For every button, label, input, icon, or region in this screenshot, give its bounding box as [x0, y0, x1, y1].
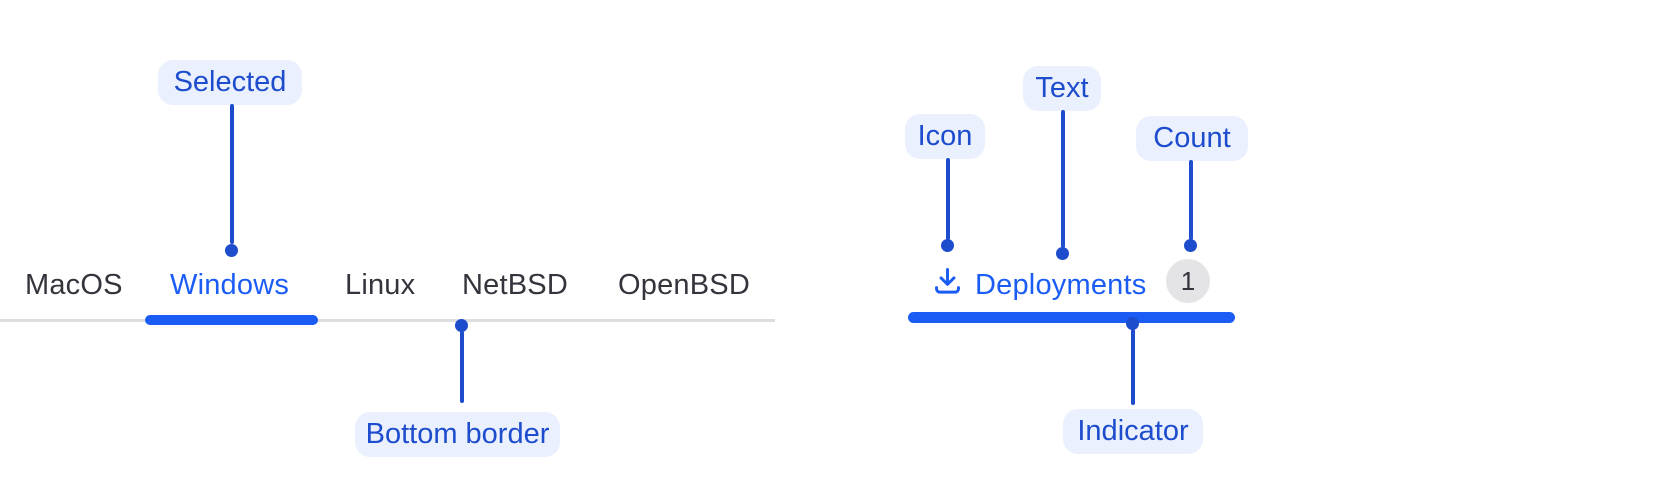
- connector-line-count: [1189, 160, 1193, 240]
- tab-macos[interactable]: MacOS: [25, 269, 123, 301]
- tab-bar-bottom-border: [0, 319, 775, 322]
- connector-line-indicator: [1131, 329, 1135, 405]
- tab-netbsd[interactable]: NetBSD: [462, 269, 568, 301]
- connector-line-icon: [946, 158, 950, 240]
- connector-line-text: [1061, 110, 1065, 248]
- count-badge: 1: [1166, 259, 1210, 303]
- deployments-tab-label: Deployments: [975, 269, 1147, 301]
- connector-dot-count: [1184, 239, 1197, 252]
- annotation-indicator-label: Indicator: [1063, 409, 1203, 454]
- connector-dot-selected: [225, 244, 238, 257]
- annotation-icon-label: Icon: [905, 114, 985, 159]
- connector-line-bottom-border: [460, 331, 464, 403]
- tab-openbsd[interactable]: OpenBSD: [618, 269, 750, 301]
- connector-dot-indicator: [1126, 317, 1139, 330]
- annotation-count-label: Count: [1136, 116, 1248, 161]
- annotation-text-label: Text: [1023, 66, 1101, 111]
- connector-dot-text: [1056, 247, 1069, 260]
- annotation-selected-label: Selected: [158, 60, 302, 105]
- download-icon: [935, 268, 960, 294]
- connector-line-selected: [230, 104, 234, 244]
- connector-dot-bottom-border: [455, 319, 468, 332]
- annotation-bottom-border-label: Bottom border: [355, 412, 560, 457]
- tab-windows-selected[interactable]: Windows: [170, 269, 290, 301]
- tab-linux[interactable]: Linux: [345, 269, 416, 301]
- active-tab-indicator: [908, 312, 1235, 323]
- selected-tab-underline: [145, 315, 318, 325]
- connector-dot-icon: [941, 239, 954, 252]
